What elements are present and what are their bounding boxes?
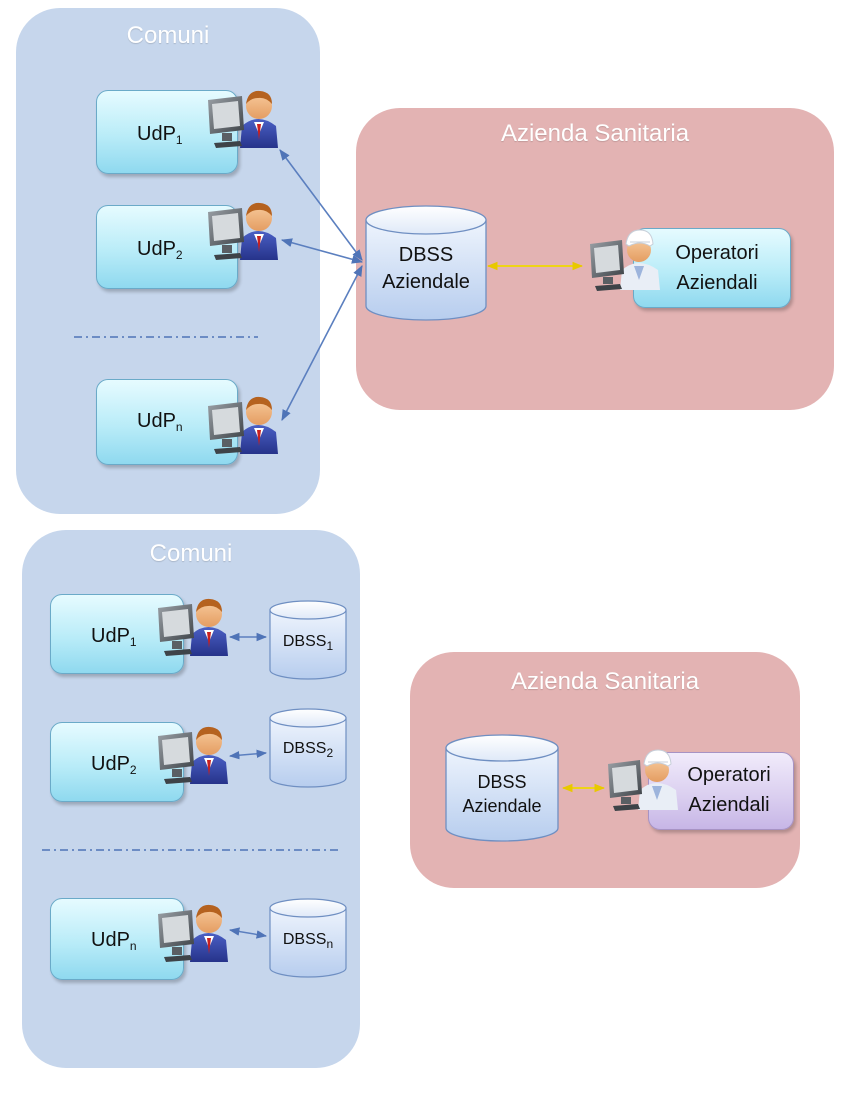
bottom-dbssn-label: DBSSn: [282, 931, 334, 951]
bottom-udp-box-n: UdPn: [50, 898, 184, 980]
bottom-dbss2-label: DBSS2: [282, 740, 334, 760]
bottom-azienda-title: Azienda Sanitaria: [510, 668, 700, 695]
top-udp-label-n: UdPn: [137, 410, 183, 434]
bottom-dbss2-cylinder-icon: [269, 708, 347, 788]
top-udp-label-1: UdP1: [137, 123, 183, 147]
top-dbss-cylinder-icon: [365, 205, 487, 321]
top-udpn-user-icon: [208, 396, 278, 454]
top-connector-udpn-db: [281, 265, 363, 421]
bottom-dbss1-cylinder-icon: [269, 600, 347, 680]
bottom-udp-label-1: UdP1: [91, 625, 137, 649]
bottom-comuni-title: Comuni: [149, 540, 233, 567]
bottom-udp1-user-icon: [158, 598, 228, 656]
top-udp1-user-icon: [208, 90, 278, 148]
bottom-udp-label-n: UdPn: [91, 929, 137, 953]
bottom-connector-udp2-dbss2: [228, 749, 268, 760]
bottom-udpn-user-icon: [158, 904, 228, 962]
bottom-udp-label-2: UdP2: [91, 753, 137, 777]
top-azienda-title: Azienda Sanitaria: [500, 120, 690, 147]
bottom-dbssn-cylinder-icon: [269, 898, 347, 978]
bottom-dbss1-label: DBSS1: [282, 633, 334, 653]
top-comuni-title: Comuni: [126, 22, 210, 49]
bottom-connector-udpn-dbssn: [228, 927, 268, 939]
bottom-udp2-user-icon: [158, 726, 228, 784]
top-udp-label-2: UdP2: [137, 238, 183, 262]
top-connector-udp2-db: [280, 238, 364, 264]
top-operator-doctor-icon: [589, 229, 661, 292]
top-udp2-user-icon: [208, 202, 278, 260]
bottom-dbss-aziendale-cylinder-icon: [445, 734, 559, 842]
top-operator-box: [633, 228, 791, 308]
bottom-operator-doctor-icon: [607, 749, 679, 812]
bottom-udp-box-1: UdP1: [50, 594, 184, 674]
